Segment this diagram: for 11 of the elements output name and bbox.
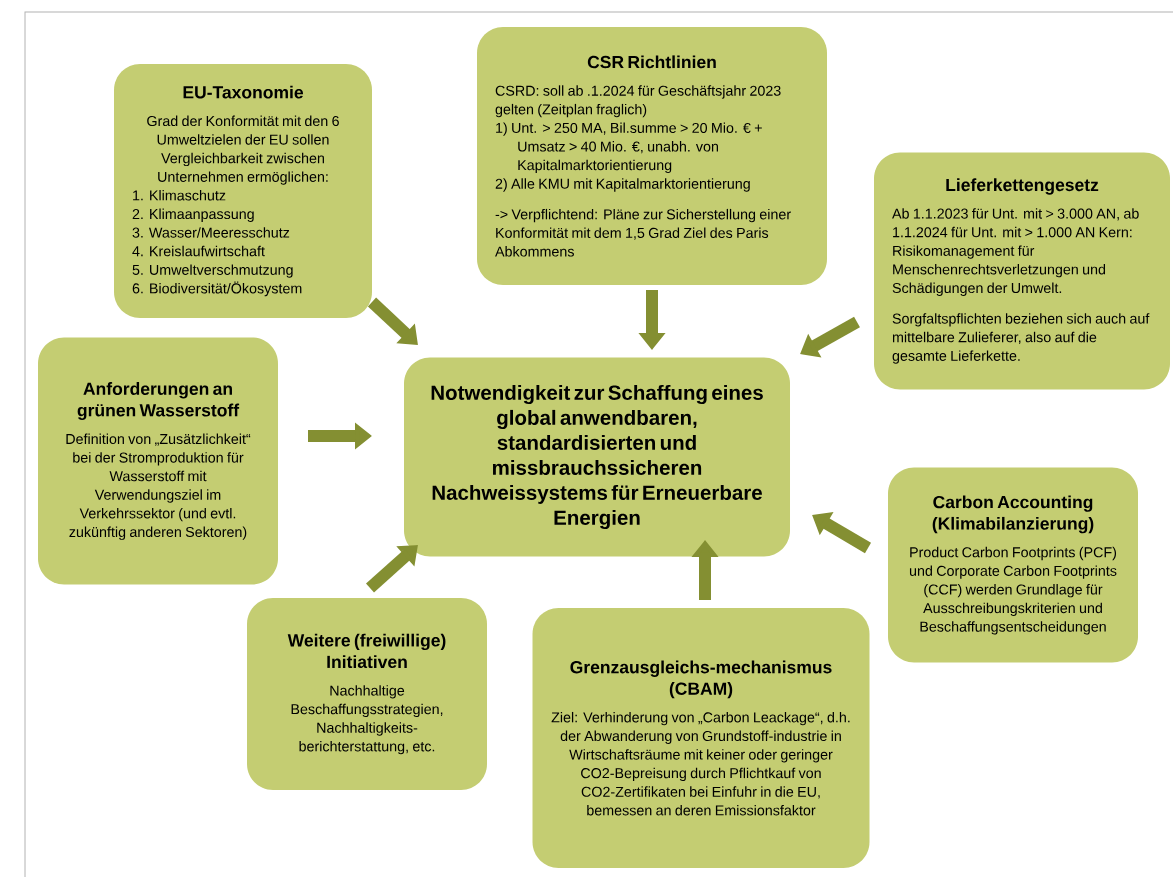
topic-box: Lieferkettengesetz Ab 1.1.2023 für Unt. mit > 3.000 AN, ab 1.1.2024 für Unt. mit > 1.000 AN Kern: Risikomanagement für Menschenrechtsverletzungen und Schädigungen der Umwelt. Sorgfaltspflichten beziehen sich auch auf mittelbare Zulieferer, also auf die gesamte Lieferkette. <box>874 152 1170 390</box>
arrow <box>366 545 418 593</box>
topic-box: CSR Richtlinien CSRD: soll ab .1.2024 für Geschäftsjahr 2023 gelten (Zeitplan fraglich) 1) Unt. > 250 MA, Bil.summe > 20 Mio. € + Umsatz > 40 Mio. €, unabh. von Kapitalmarktorientierung 2) Alle KMU mit Kapitalmarktorientierung -> Verpflichtend: Pläne zur Sicherstellung einer Konformität mit dem 1,5 Grad Ziel des Paris Abkommens <box>477 27 827 285</box>
topic-box: Anforderungen an grünen Wasserstoff Definition von „Zusätzlichkeit“ bei der Stromproduktion für Wasserstoff mit Verwendungsziel im Verkehrssektor (und evtl. zukünftig anderen Sektoren) <box>38 337 278 585</box>
topic-box: Grenzausgleichs-mechanismus (CBAM) Ziel: Verhinderung von „Carbon Leackage“, d.h. der Abwanderung von Grundstoff-industrie in Wirtschaftsräume mit keiner oder geringer CO2-Bepreisung durch Pflichtkauf von CO2-Zertifikaten bei Einfuhr in die EU, bemessen an deren Emissionsfaktor <box>532 608 870 868</box>
topic-box: EU-Taxonomie Grad der Konformität mit den 6 Umweltzielen der EU sollen Vergleichbarkeit zwischen Unternehmen ermöglichen: 1. Klimaschutz 2. Klimaanpassung 3. Wasser/Meeresschutz 4. Kreislaufwirtschaft 5. Umweltverschmutzung 6. Biodiversität/Ökosystem <box>114 64 372 318</box>
topic-box: Weitere (freiwillige) Initiativen Nachhaltige Beschaffungsstrategien, Nachhaltigkeits-berichterstattung, etc. <box>247 598 487 790</box>
arrow <box>800 316 860 358</box>
arrow <box>367 297 418 345</box>
central-box: Notwendigkeit zur Schaffung eines global anwendbaren, standardisierten und missbrauchssicheren Nachweissystems für Erneuerbare Energien <box>404 357 790 557</box>
topic-box: Carbon Accounting (Klimabilanzierung) Product Carbon Footprints (PCF) und Corporate Carbon Footprints (CCF) werden Grundlage für Ausschreibungskriterien und Beschaffungsentscheidungen <box>888 467 1138 663</box>
